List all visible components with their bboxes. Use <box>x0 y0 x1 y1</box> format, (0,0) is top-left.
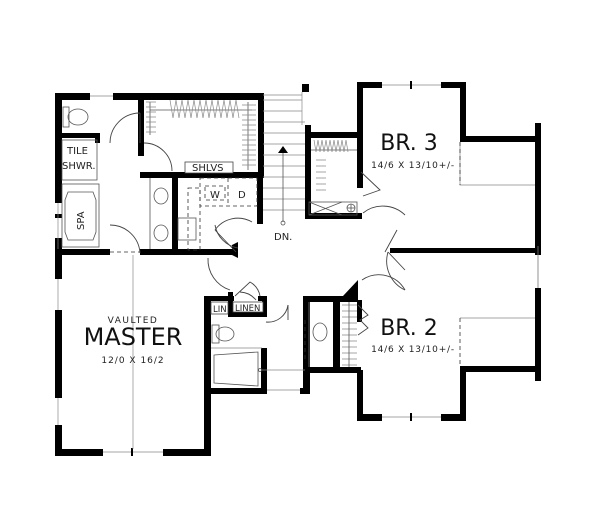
shelves-label: SHLVS <box>192 163 224 174</box>
tile-shower-label-2: SHWR. <box>62 161 96 172</box>
master-dimensions: 12/0 X 16/2 <box>101 356 164 366</box>
stairs <box>263 92 305 226</box>
master-sublabel: VAULTED <box>108 316 159 326</box>
br3-label: BR. 3 <box>380 131 438 156</box>
tile-shower-label-1: TILE <box>66 146 88 157</box>
hall-doors <box>207 205 406 323</box>
windows <box>57 81 539 456</box>
br2-dimensions: 14/6 X 13/10+/- <box>371 345 455 355</box>
dryer-label: D <box>238 190 246 201</box>
stairs-down-label: DN. <box>274 232 292 243</box>
br3-closet <box>308 139 381 216</box>
sink-icon <box>312 322 328 342</box>
room-br2: BR. 2 14/6 X 13/10+/- <box>371 316 455 355</box>
sink-icon <box>153 187 169 205</box>
walls <box>55 82 541 456</box>
toilet-icon <box>211 324 235 344</box>
spa-label: SPA <box>76 211 87 230</box>
room-master: VAULTED MASTER 12/0 X 16/2 <box>84 316 183 366</box>
master-label: MASTER <box>84 323 183 351</box>
br2-label: BR. 2 <box>380 316 438 341</box>
laundry <box>177 177 258 253</box>
sink-icon <box>153 224 169 242</box>
br3-dimensions: 14/6 X 13/10+/- <box>371 161 455 171</box>
hall-bath <box>210 281 369 391</box>
walk-in-closet-shelving <box>146 99 256 174</box>
lin-label: LIN <box>213 305 227 315</box>
linen-label: LINEN <box>235 304 260 314</box>
toilet-icon <box>62 106 89 128</box>
room-br3: BR. 3 14/6 X 13/10+/- <box>371 131 455 171</box>
washer-label: W <box>210 190 220 201</box>
master-bath-fixtures <box>61 106 173 254</box>
